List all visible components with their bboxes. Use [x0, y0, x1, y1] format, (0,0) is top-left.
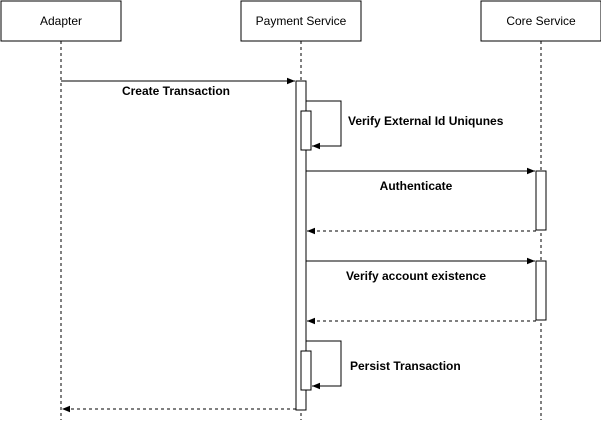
participant-adapter-label: Adapter — [40, 14, 82, 28]
message-authenticate-label: Authenticate — [380, 179, 453, 193]
activation-payment-verify-id — [300, 110, 312, 151]
participant-payment-label: Payment Service — [256, 14, 347, 28]
arrow-persist-transaction — [306, 340, 342, 390]
activation-core-verify-account — [535, 260, 547, 321]
participant-core-label: Core Service — [506, 14, 576, 28]
activation-core-authenticate — [535, 170, 547, 231]
message-persist-transaction-label: Persist Transaction — [350, 359, 461, 373]
message-create-transaction-label: Create Transaction — [122, 84, 230, 98]
participant-core[interactable]: Core Service — [480, 0, 601, 42]
arrow-verify-external-id — [306, 100, 342, 150]
activation-payment-persist — [300, 350, 312, 391]
message-verify-account-label: Verify account existence — [346, 269, 486, 283]
message-verify-external-id-label: Verify External Id Uniqunes — [348, 114, 504, 128]
activation-payment-main — [295, 80, 307, 411]
participant-payment[interactable]: Payment Service — [240, 0, 362, 42]
participant-adapter[interactable]: Adapter — [0, 0, 122, 42]
